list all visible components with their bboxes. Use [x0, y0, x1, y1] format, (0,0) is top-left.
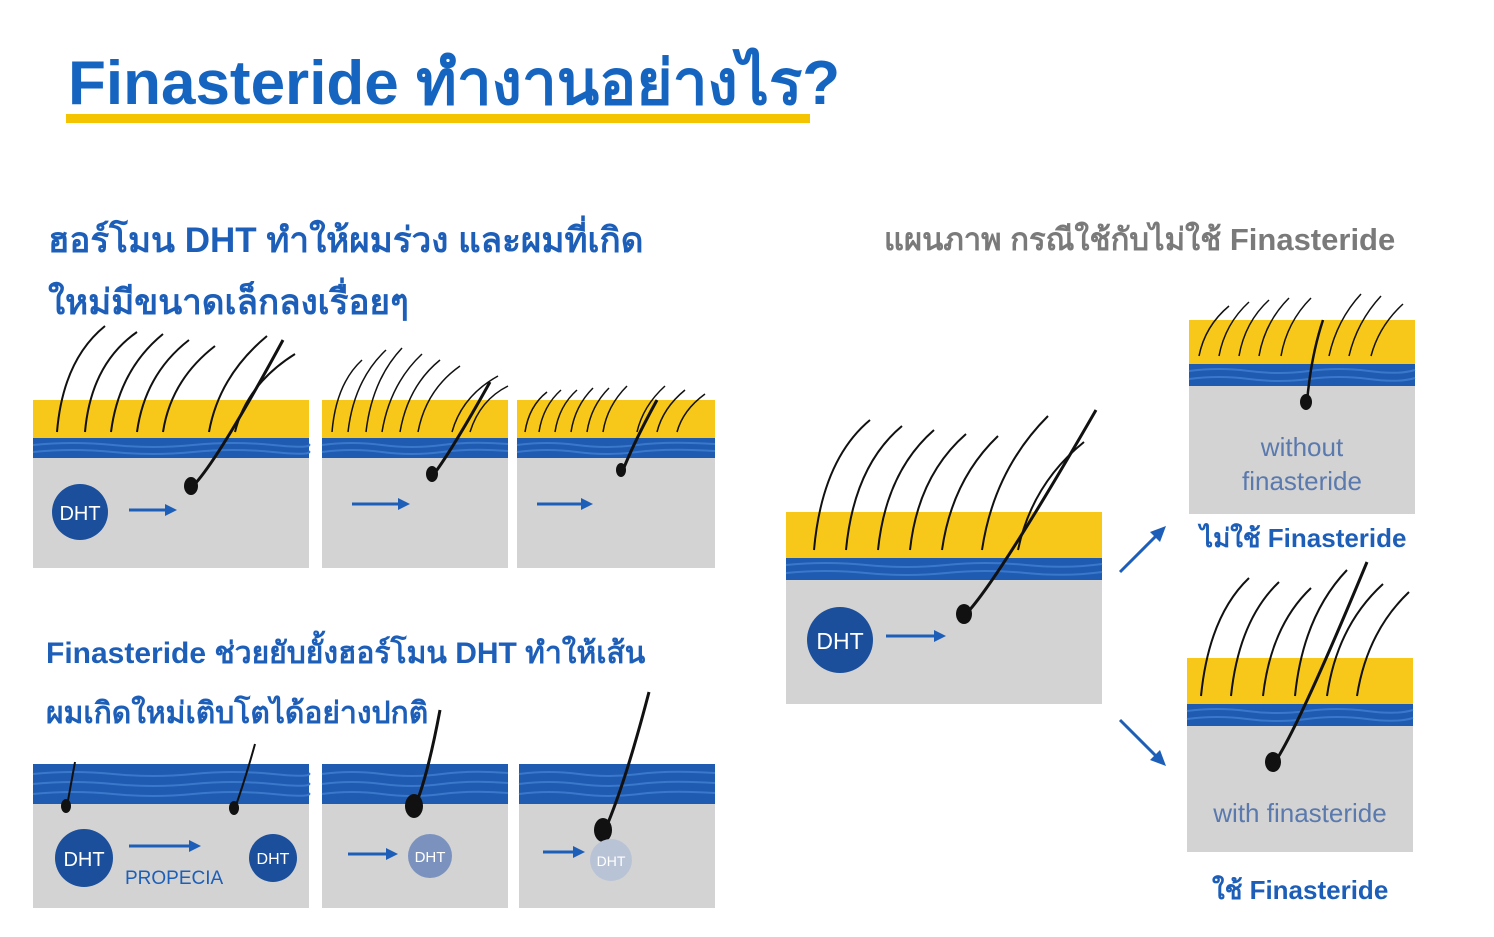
hair-follicle-icon [1300, 394, 1312, 410]
without-label-line1: without [1260, 432, 1344, 462]
svg-text:DHT: DHT [415, 849, 446, 866]
dht-circle-icon: DHT [590, 839, 632, 881]
finasteride-panel-1: DHT PROPECIA DHT [32, 743, 311, 908]
dht-circle-icon: DHT [408, 834, 452, 878]
arrow-up-right-icon [1118, 526, 1166, 574]
dht-circle-icon: DHT [807, 607, 873, 673]
arrow-right-icon [348, 848, 398, 860]
hair-follicle-icon [405, 794, 423, 818]
finasteride-panel-2: DHT [321, 709, 509, 908]
svg-text:DHT: DHT [257, 851, 290, 868]
arrow-right-icon [129, 504, 177, 516]
section1-line2: ใหม่มีขนาดเล็กลงเรื่อยๆ [48, 283, 409, 322]
section2-line2: ผมเกิดใหม่เติบโตได้อย่างปกติ [46, 697, 429, 730]
finasteride-panel-3: DHT [518, 691, 716, 908]
arrow-right-icon [543, 846, 585, 858]
hair-loss-panel-1: DHT [32, 325, 311, 568]
caption-with: ใช้ Finasteride [1212, 875, 1389, 905]
arrow-down-right-icon [1118, 718, 1166, 766]
svg-text:DHT: DHT [597, 853, 626, 869]
hair-follicle-icon [616, 463, 626, 477]
title-underline [66, 114, 810, 123]
arrow-right-icon [352, 498, 410, 510]
hair-follicle-icon [594, 818, 612, 842]
section2-line1: Finasteride ช่วยยับยั้งฮอร์โมน DHT ทำให้… [46, 637, 646, 670]
hair-follicle-icon [956, 604, 972, 624]
hair-follicle-icon [184, 477, 198, 495]
page-title: Finasteride ทำงานอย่างไร? [68, 49, 841, 118]
hair-follicle-icon [426, 466, 438, 482]
section1-heading: ฮอร์โมน DHT ทำให้ผมร่วง และผมที่เกิด ใหม… [48, 210, 643, 334]
hair-loss-panel-2 [321, 347, 509, 568]
arrow-right-icon [886, 630, 946, 642]
with-finasteride-panel: with finasteride [1186, 561, 1414, 852]
right-main-panel: DHT [785, 409, 1103, 704]
hair-follicle-icon [1265, 752, 1281, 772]
dht-circle-icon: DHT [249, 834, 297, 882]
section2-heading: Finasteride ช่วยยับยั้งฮอร์โมน DHT ทำให้… [46, 624, 645, 744]
section1-line1: ฮอร์โมน DHT ทำให้ผมร่วง และผมที่เกิด [48, 221, 644, 260]
svg-text:DHT: DHT [63, 849, 104, 871]
svg-text:DHT: DHT [816, 628, 863, 654]
right-heading: แผนภาพ กรณีใช้กับไม่ใช้ Finasteride [884, 222, 1396, 257]
dht-circle-icon: DHT [55, 829, 113, 887]
propecia-label: PROPECIA [125, 868, 224, 889]
without-label-line2: finasteride [1242, 466, 1362, 496]
with-label: with finasteride [1212, 798, 1386, 828]
dht-circle-icon: DHT [52, 484, 108, 540]
arrow-right-icon [129, 840, 201, 852]
hair-loss-panel-3 [516, 385, 716, 568]
caption-without: ไม่ใช้ Finasteride [1200, 523, 1407, 553]
without-finasteride-panel: without finasteride [1188, 293, 1416, 514]
dht-label: DHT [59, 503, 100, 525]
arrow-right-icon [537, 498, 593, 510]
